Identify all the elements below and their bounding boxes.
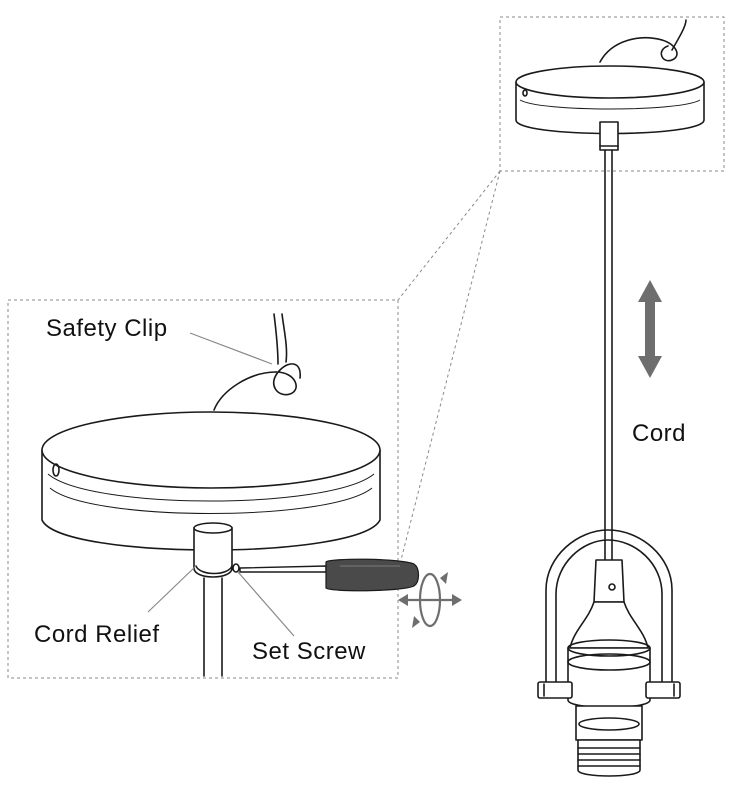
callout-line-left — [397, 170, 501, 301]
callout-line-right — [400, 170, 501, 561]
magnified-detail-box — [7, 299, 420, 679]
safety-clip-label: Safety Clip — [46, 315, 168, 342]
cord-relief-label: Cord Relief — [34, 621, 160, 648]
cord-label: Cord — [632, 420, 686, 447]
set-screw-leader — [237, 571, 295, 637]
rotate-tighten-icon — [398, 572, 462, 628]
top-detail-box — [499, 16, 725, 172]
pendant-assembly — [537, 149, 681, 777]
screwdriver — [239, 558, 420, 592]
cord-relief-leader — [147, 565, 197, 613]
safety-clip-leader — [189, 332, 273, 365]
vertical-double-arrow-icon — [638, 280, 662, 378]
set-screw-label: Set Screw — [252, 638, 366, 665]
